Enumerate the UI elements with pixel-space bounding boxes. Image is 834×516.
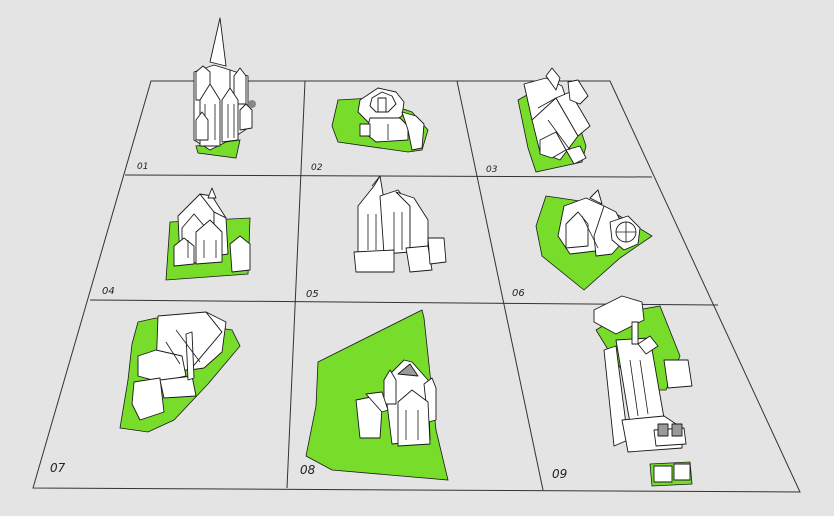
model-church-with-spire[interactable] <box>353 175 447 273</box>
cell-06[interactable]: 06 <box>512 189 653 299</box>
cell-08[interactable]: 08 <box>300 309 449 481</box>
cell-03[interactable]: 03 <box>486 67 591 175</box>
cell-09[interactable]: 09 <box>552 295 693 487</box>
model-steep-roof-chapel[interactable] <box>517 67 591 173</box>
cell-label: 08 <box>300 463 316 477</box>
model-church-on-large-site[interactable] <box>305 309 449 481</box>
model-octagonal-church[interactable] <box>331 87 429 153</box>
cell-label: 02 <box>311 163 323 173</box>
cell-label: 06 <box>512 288 525 299</box>
cell-label: 05 <box>306 289 319 300</box>
cell-label: 03 <box>486 165 498 175</box>
cell-07[interactable]: 07 <box>50 311 241 475</box>
cell-04[interactable]: 04 <box>102 187 251 297</box>
cell-02[interactable]: 02 <box>311 87 429 173</box>
cell-label: 07 <box>50 461 66 475</box>
model-long-basilica[interactable] <box>593 295 693 487</box>
cell-label: 09 <box>552 467 567 481</box>
cell-label: 04 <box>102 286 115 297</box>
model-church-with-tall-spire[interactable] <box>193 17 256 159</box>
model-church-with-rotunda[interactable] <box>535 189 653 291</box>
cell-01[interactable]: 01 <box>137 17 256 172</box>
cell-05[interactable]: 05 <box>306 175 447 300</box>
model-modern-church[interactable] <box>119 311 241 433</box>
cell-label: 01 <box>137 162 148 172</box>
model-gabled-church[interactable] <box>165 187 251 281</box>
